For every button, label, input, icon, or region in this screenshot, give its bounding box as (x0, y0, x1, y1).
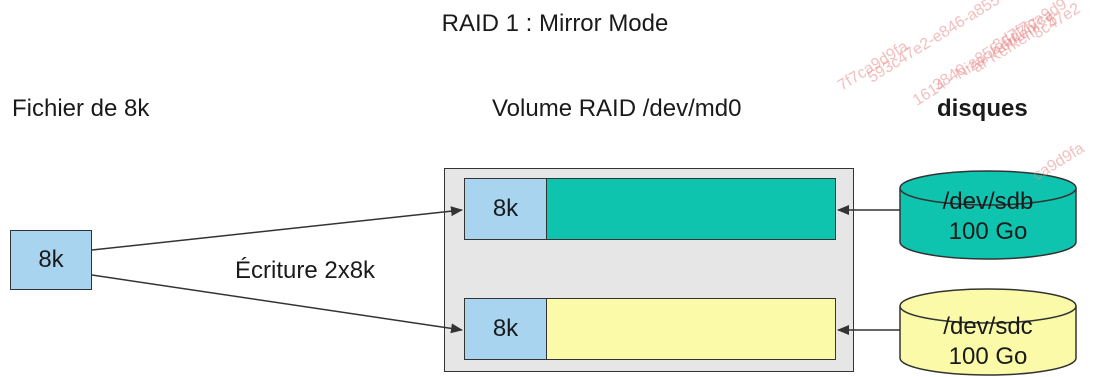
write-operation-label: Écriture 2x8k (235, 257, 376, 284)
disk-device-sdb: /dev/sdb (942, 188, 1034, 215)
disks-column-heading: disques (937, 95, 1028, 122)
disk-label-sdc: /dev/sdc 100 Go (898, 312, 1078, 372)
mirror-free-space-sdb (547, 179, 835, 239)
volume-column-heading: Volume RAID /dev/md0 (492, 95, 742, 122)
disk-size-sdc: 100 Go (948, 343, 1028, 370)
write-arrow-to-sdc (91, 274, 463, 334)
mirror-bar-sdc: 8k (464, 298, 836, 360)
disk-size-sdb: 100 Go (948, 218, 1028, 245)
disk-body-sdc (899, 306, 1077, 376)
diagram-title: RAID 1 : Mirror Mode (441, 10, 669, 37)
mirror-chunk-sdb: 8k (465, 179, 547, 239)
disk-cylinder-sdb (899, 170, 1077, 260)
write-arrow-to-sdb (91, 206, 463, 251)
disk-top-sdb (899, 170, 1077, 206)
file-column-heading: Fichier de 8k (12, 95, 150, 122)
disk-label-sdb: /dev/sdb 100 Go (898, 187, 1078, 247)
mirror-free-space-sdc (547, 299, 835, 359)
mirror-chunk-sdc: 8k (465, 299, 547, 359)
disk-body-sdb (899, 188, 1077, 260)
watermark: 3c47e2 3d7f7ca9d9 ar Kerkeni - 5 3846-a8… (820, 0, 1110, 240)
source-file-block: 8k (10, 230, 92, 290)
disk-device-sdc: /dev/sdc (943, 313, 1033, 340)
disk-cylinder-sdc (899, 288, 1077, 376)
watermark-line: ca9d9fa (1030, 139, 1088, 185)
mirror-bar-sdb: 8k (464, 178, 836, 240)
disk-top-sdc (899, 288, 1077, 324)
